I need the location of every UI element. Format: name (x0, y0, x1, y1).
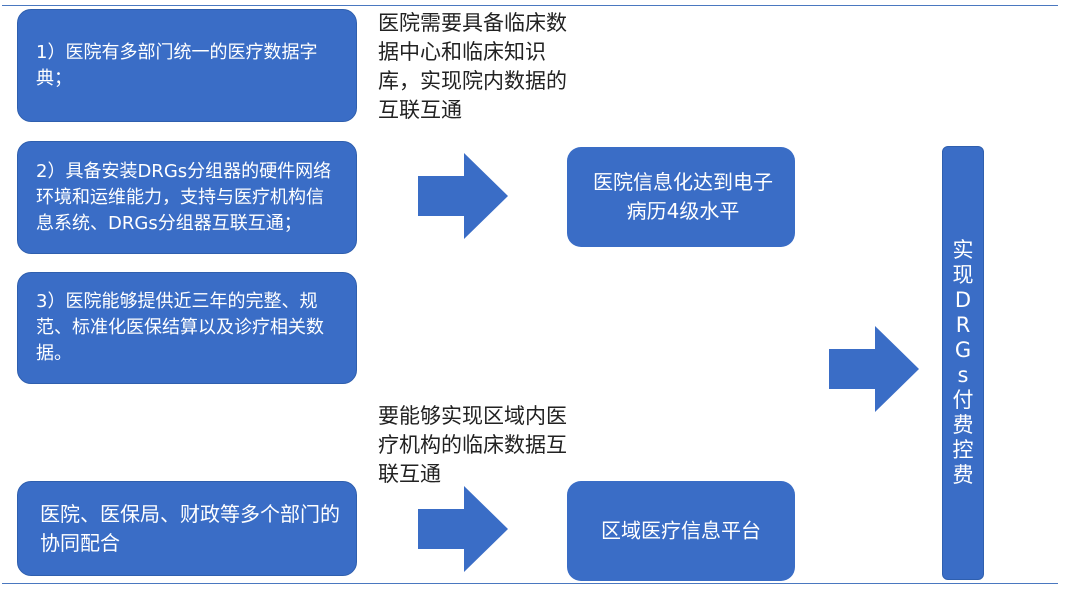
goal-char: 付 (952, 388, 974, 412)
goal-char: G (954, 338, 972, 362)
goal-char: s (957, 363, 969, 387)
requirement-3-text: 3）医院能够提供近三年的完整、规范、标准化医保结算以及诊疗相关数据。 (36, 291, 324, 364)
goal-bar: 实 现 D R G s 付 费 控 费 (942, 146, 984, 580)
outcome-top-text: 医院信息化达到电子病历4级水平 (593, 170, 773, 223)
arrow-right (829, 326, 919, 412)
goal-char: 费 (952, 463, 974, 487)
goal-char: R (955, 313, 971, 337)
requirement-box-2: 2）具备安装DRGs分组器的硬件网络环境和运维能力，支持与医疗机构信息系统、DR… (17, 141, 357, 254)
outcome-bottom-text: 区域医疗信息平台 (601, 518, 761, 543)
note-bottom: 要能够实现区域内医疗机构的临床数据互联互通 (378, 404, 567, 486)
collaboration-box: 医院、医保局、财政等多个部门的协同配合 (17, 481, 357, 576)
requirement-box-3: 3）医院能够提供近三年的完整、规范、标准化医保结算以及诊疗相关数据。 (17, 272, 357, 384)
requirement-2-text: 2）具备安装DRGs分组器的硬件网络环境和运维能力，支持与医疗机构信息系统、DR… (36, 160, 332, 234)
goal-char: D (954, 288, 972, 312)
arrow-top (418, 153, 508, 239)
goal-char: 现 (952, 263, 974, 287)
top-rule (2, 5, 1058, 6)
arrow-bottom (418, 486, 508, 572)
bottom-rule (2, 583, 1058, 584)
goal-char: 费 (952, 413, 974, 437)
outcome-top-box: 医院信息化达到电子病历4级水平 (567, 147, 795, 247)
goal-char: 控 (952, 438, 974, 462)
requirement-box-1: 1）医院有多部门统一的医疗数据字典； (17, 9, 357, 122)
outcome-bottom-box: 区域医疗信息平台 (567, 481, 795, 581)
goal-char: 实 (952, 238, 974, 262)
note-top: 医院需要具备临床数据中心和临床知识库，实现院内数据的互联互通 (378, 11, 567, 122)
collaboration-text: 医院、医保局、财政等多个部门的协同配合 (40, 501, 340, 555)
requirement-1-text: 1）医院有多部门统一的医疗数据字典； (36, 41, 318, 89)
